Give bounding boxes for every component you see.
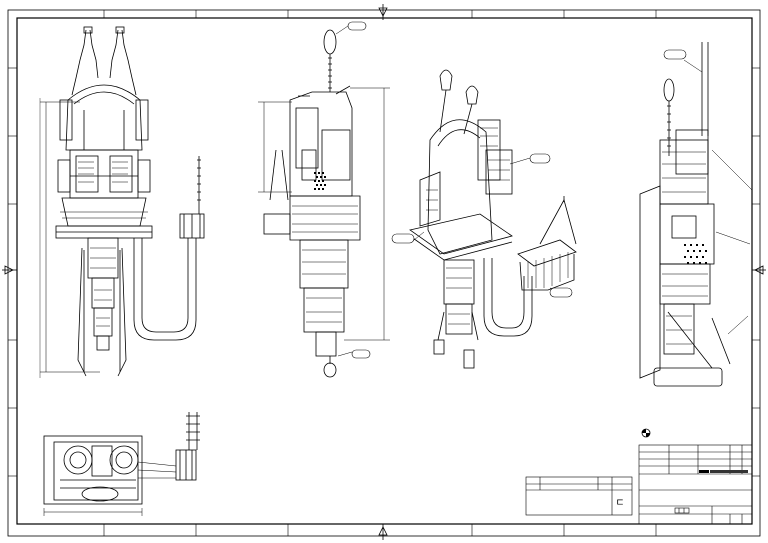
- inner-border: [16, 17, 753, 525]
- callout-balloon: [529, 153, 551, 164]
- callout-balloon: [351, 349, 371, 359]
- company-name-bar: [710, 470, 748, 473]
- front-view-hose: [133, 156, 205, 341]
- rear-view-lines: [662, 151, 708, 345]
- callout-balloons: [347, 21, 687, 359]
- top-view: [43, 412, 200, 516]
- front-view-detail-hatch: [60, 161, 148, 327]
- isometric-view-detail: [426, 127, 569, 325]
- callout-balloon: [347, 21, 367, 31]
- projection-symbol-icon: [641, 428, 651, 438]
- revision-block: [525, 476, 633, 516]
- side-view-lines: [292, 205, 358, 323]
- rear-view: [639, 42, 753, 387]
- triangle-arrow-icon: [2, 4, 766, 540]
- title-block: [638, 444, 753, 525]
- callout-balloon: [549, 287, 573, 298]
- outer-frame: [7, 9, 761, 537]
- isometric-view: [409, 69, 577, 369]
- company-logo: [699, 470, 709, 473]
- revision-mark: ㄷ: [615, 498, 624, 509]
- callout-balloon: [663, 49, 687, 60]
- side-view-detail-hatch: [314, 172, 326, 190]
- callout-balloon: [391, 233, 415, 244]
- rear-view-dots: [684, 244, 707, 264]
- side-view: [258, 25, 390, 378]
- front-view: [39, 26, 153, 378]
- title-block-mark: [674, 507, 690, 514]
- zone-ticks: [8, 10, 760, 536]
